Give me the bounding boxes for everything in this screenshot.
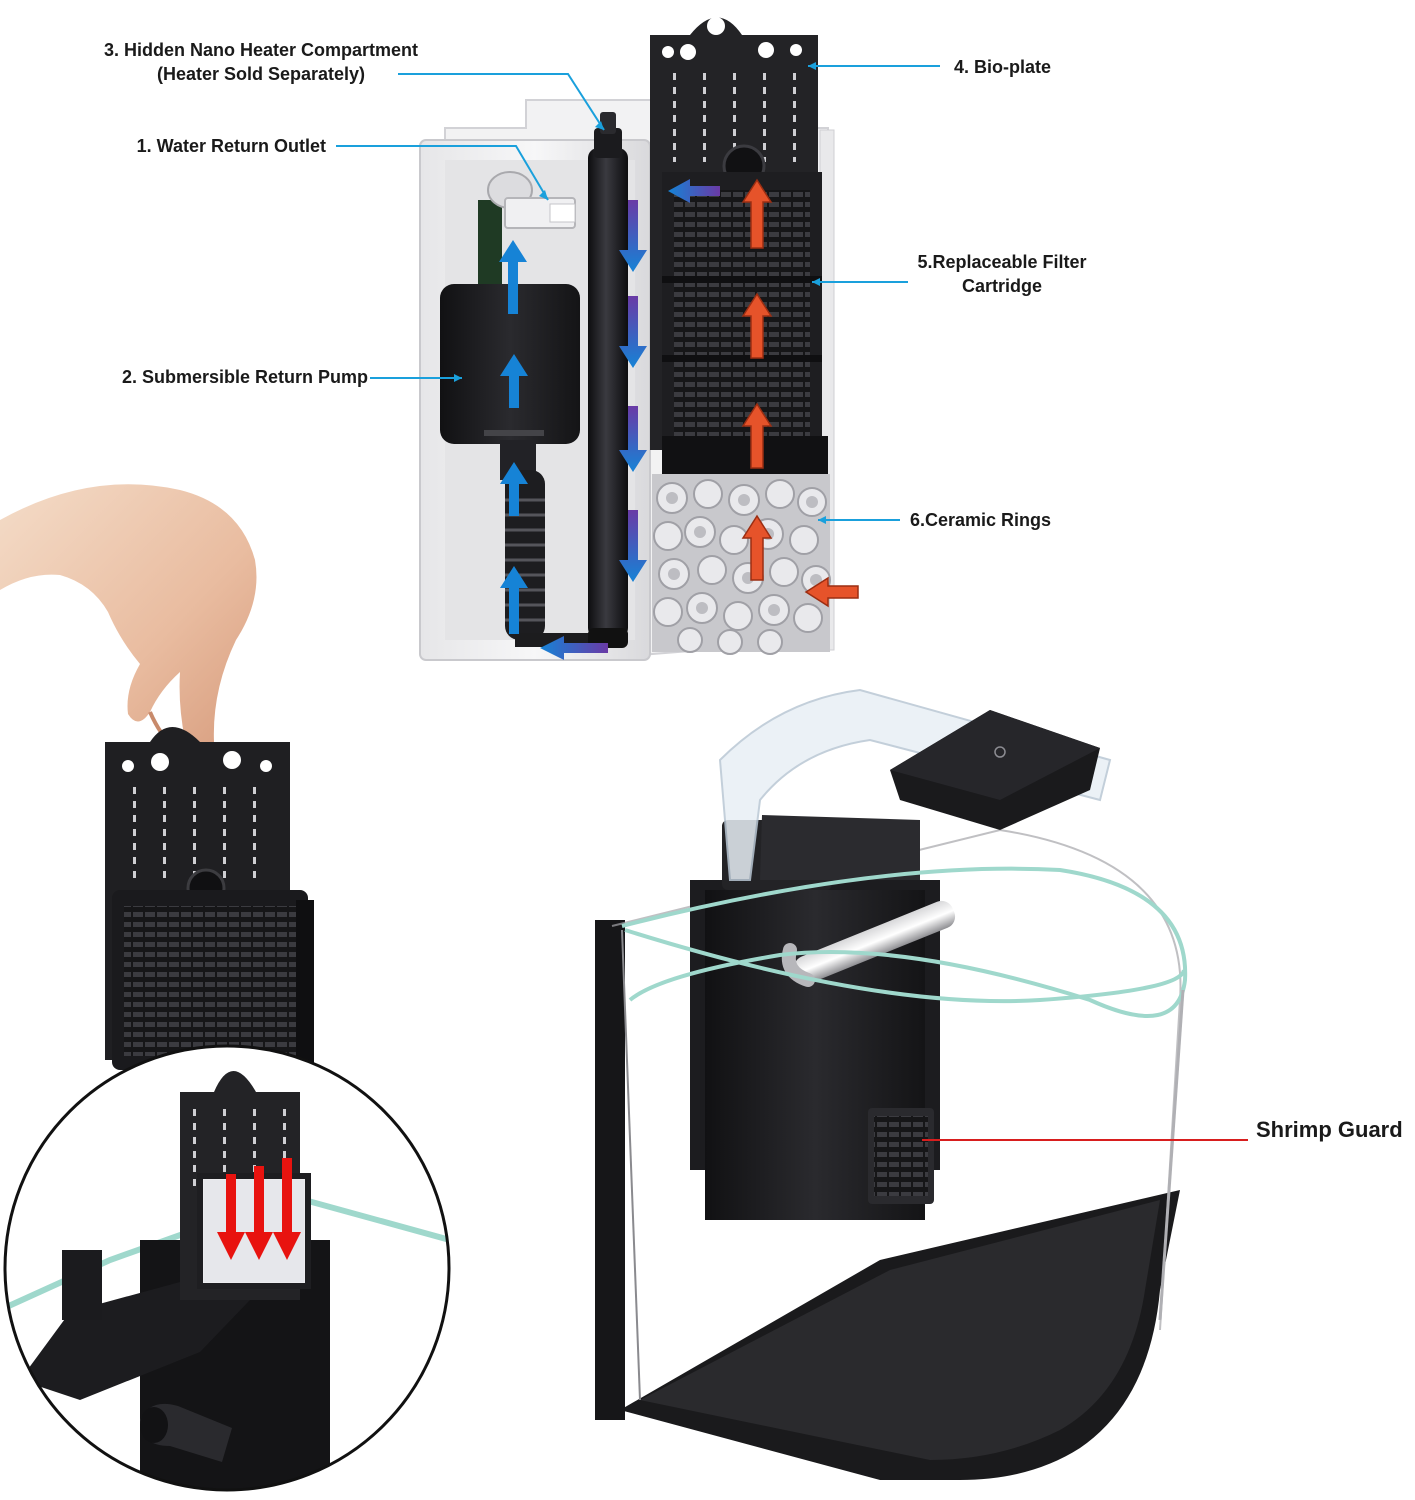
- arrow-down-icon: [273, 1158, 301, 1260]
- arrow-left-icon: [540, 636, 608, 660]
- arrow-down-icon: [245, 1166, 273, 1260]
- led-light-arm: [718, 688, 1112, 881]
- detail-circle: [3, 1044, 451, 1492]
- callout-submersible-pump: 2. Submersible Return Pump: [40, 365, 368, 389]
- callout-heater-compartment-line1: 3. Hidden Nano Heater Compartment: [103, 40, 419, 60]
- callout-ceramic-rings: 6.Ceramic Rings: [910, 508, 1110, 532]
- filter-cutaway: [419, 17, 859, 662]
- callout-filter-cartridge-line1: 5.Replaceable Filter: [917, 252, 1087, 272]
- return-flow-arrows: [499, 240, 608, 660]
- arrow-down-icon: [619, 510, 647, 582]
- arrow-up-icon: [499, 240, 527, 314]
- callout-water-return-outlet-label: 1. Water Return Outlet: [136, 136, 326, 156]
- heater-tube: [588, 112, 628, 648]
- callout-ceramic-rings-label: 6.Ceramic Rings: [910, 510, 1052, 530]
- arrow-up-icon: [500, 462, 528, 516]
- arrow-left-icon: [804, 576, 859, 608]
- arrow-down-icon: [619, 296, 647, 368]
- callout-submersible-pump-label: 2. Submersible Return Pump: [121, 367, 368, 387]
- callout-bio-plate-label: 4. Bio-plate: [954, 57, 1052, 77]
- cartridge-removal-illustration: [0, 484, 314, 1070]
- leader-endpoints: [454, 62, 826, 524]
- arrow-left-icon: [668, 179, 720, 203]
- front-glass: [621, 866, 1188, 1018]
- callout-water-return-outlet: 1. Water Return Outlet: [60, 134, 326, 158]
- callout-filter-cartridge: 5.Replaceable Filter Cartridge: [900, 250, 1104, 298]
- callout-heater-compartment-line2: (Heater Sold Separately): [156, 64, 366, 84]
- arrow-up-icon: [500, 566, 528, 634]
- arrow-up-icon: [741, 178, 773, 249]
- arrow-up-icon: [741, 292, 773, 359]
- callout-bio-plate: 4. Bio-plate: [954, 55, 1134, 79]
- filter-cartridge: [662, 172, 828, 474]
- arrow-up-icon: [741, 402, 773, 469]
- intake-flow-arrows: [741, 178, 859, 608]
- arrow-up-icon: [741, 514, 773, 581]
- arrow-down-icon: [619, 406, 647, 472]
- callout-heater-compartment: 3. Hidden Nano Heater Compartment (Heate…: [76, 38, 446, 86]
- callout-shrimp-guard: Shrimp Guard: [1256, 1118, 1414, 1142]
- water-return-outlet: [478, 171, 576, 295]
- arrow-down-icon: [619, 200, 647, 272]
- callout-filter-cartridge-line2: Cartridge: [961, 276, 1042, 296]
- arrow-up-icon: [500, 354, 528, 408]
- callout-shrimp-guard-label: Shrimp Guard: [1256, 1117, 1403, 1142]
- down-flow-arrows: [619, 179, 720, 582]
- leader-heater: [398, 73, 605, 131]
- hand: [0, 484, 257, 751]
- leader-water-return: [336, 145, 549, 201]
- leader-lines: [336, 65, 940, 521]
- aquarium-tank: [595, 688, 1188, 1480]
- power-icon[interactable]: [994, 746, 1006, 758]
- ceramic-rings: [652, 474, 831, 655]
- arrow-down-icon: [217, 1174, 245, 1260]
- tank-corner-post: [595, 920, 625, 1420]
